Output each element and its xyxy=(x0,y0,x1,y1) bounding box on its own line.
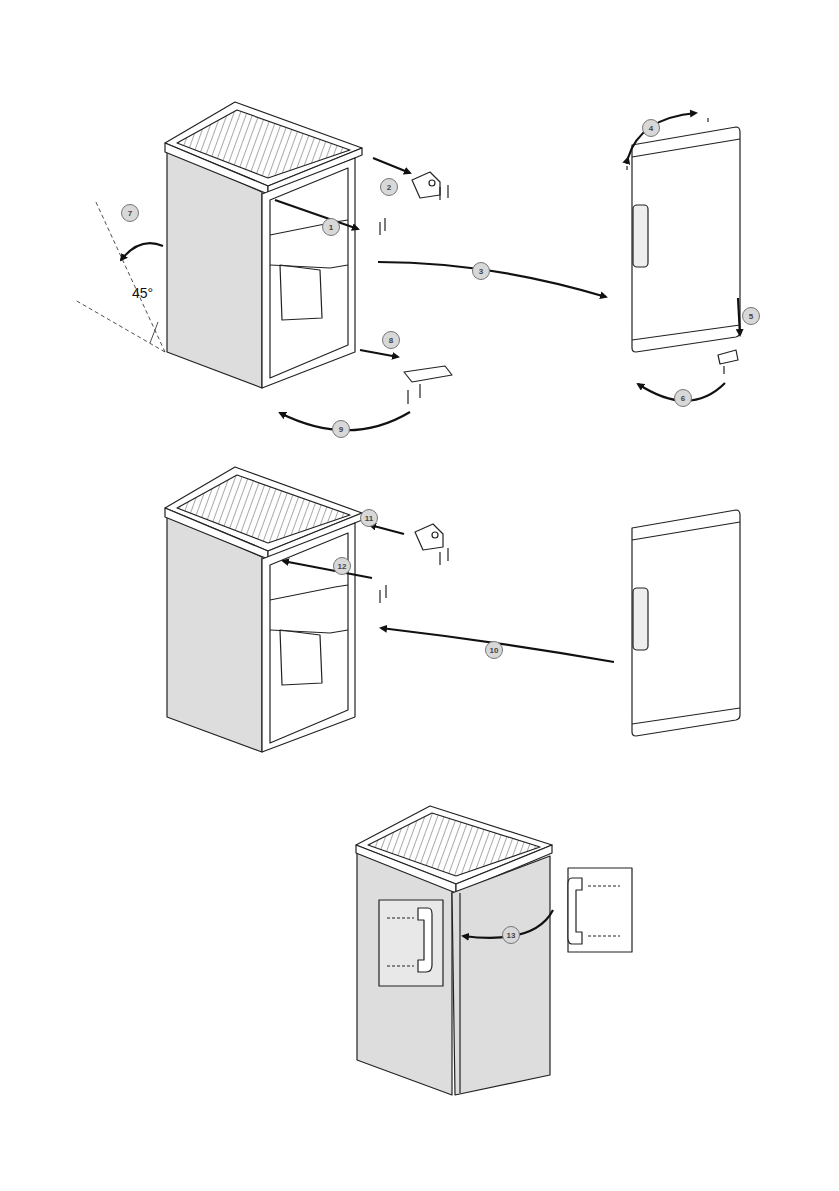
callout-number: 7 xyxy=(121,204,139,222)
callout-number: 4 xyxy=(642,119,660,137)
callout-number: 3 xyxy=(472,262,490,280)
angle-label: 45° xyxy=(132,285,153,301)
callout-number: 13 xyxy=(502,926,520,944)
callout-number: 9 xyxy=(332,420,350,438)
callout-number: 1 xyxy=(322,218,340,236)
callout-number: 5 xyxy=(742,307,760,325)
callout-number: 8 xyxy=(382,331,400,349)
callout-number: 2 xyxy=(380,178,398,196)
callout-number: 6 xyxy=(674,389,692,407)
callout-number: 10 xyxy=(485,641,503,659)
callout-number: 12 xyxy=(333,557,351,575)
callout-number: 11 xyxy=(360,509,378,527)
